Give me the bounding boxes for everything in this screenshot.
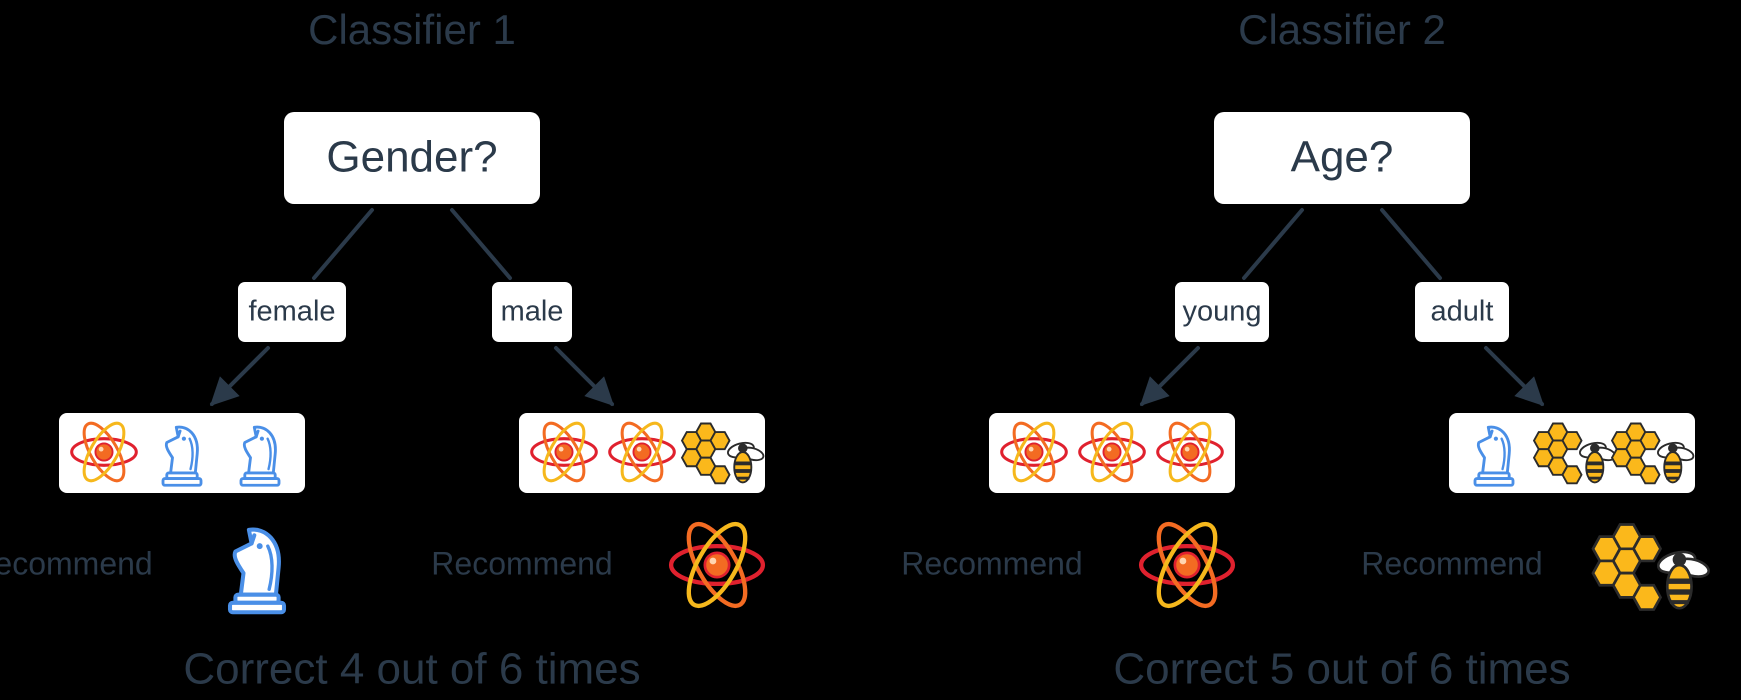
recommend-label: Recommend (0, 545, 153, 581)
classifier-1: Classifier 1Gender?femaleRecommendmaleRe… (0, 6, 766, 694)
edge-label: male (492, 282, 572, 342)
edge-label: adult (1415, 282, 1509, 342)
recommendation: Recommend (901, 516, 1233, 614)
edge-arrow (210, 346, 270, 406)
edge-arrow (554, 346, 614, 406)
classifier-title: Classifier 1 (308, 6, 516, 53)
edge-arrow (1140, 346, 1200, 406)
atom-icon (671, 516, 763, 614)
edge-line (312, 208, 374, 280)
edge-label-text: young (1182, 296, 1261, 328)
recommend-label: Recommend (1361, 545, 1542, 581)
question-node: Age? (1214, 112, 1470, 204)
edge-line (1242, 208, 1304, 280)
recommend-label: Recommend (431, 545, 612, 581)
honeycomb-bee-icon (1591, 523, 1712, 611)
edge-label-text: male (501, 296, 564, 328)
edge-label-text: adult (1431, 296, 1494, 328)
atom-icon (1141, 516, 1233, 614)
edge-line (450, 208, 512, 280)
leaf-items (59, 413, 305, 493)
edge-label: young (1175, 282, 1269, 342)
recommend-label: Recommend (901, 545, 1082, 581)
edge-line (1380, 208, 1442, 280)
recommendation: Recommend (0, 530, 284, 613)
classifier-2: Classifier 2Age?youngRecommendadultRecom… (901, 6, 1712, 694)
question-label: Gender? (326, 133, 497, 182)
recommendation: Recommend (431, 516, 763, 614)
edge-arrow (1484, 346, 1544, 406)
edge-label: female (238, 282, 346, 342)
question-label: Age? (1291, 133, 1394, 182)
leaf-items (989, 413, 1235, 493)
question-node: Gender? (284, 112, 540, 204)
leaf-items (519, 413, 766, 493)
result-text: Correct 4 out of 6 times (183, 645, 640, 694)
branch-female: femaleRecommend (0, 208, 374, 613)
result-text: Correct 5 out of 6 times (1113, 645, 1570, 694)
edge-label-text: female (248, 296, 335, 328)
leaf-items (1449, 413, 1696, 493)
classifier-title: Classifier 2 (1238, 6, 1446, 53)
chess-knight-icon (230, 530, 284, 613)
recommendation: Recommend (1361, 523, 1712, 611)
